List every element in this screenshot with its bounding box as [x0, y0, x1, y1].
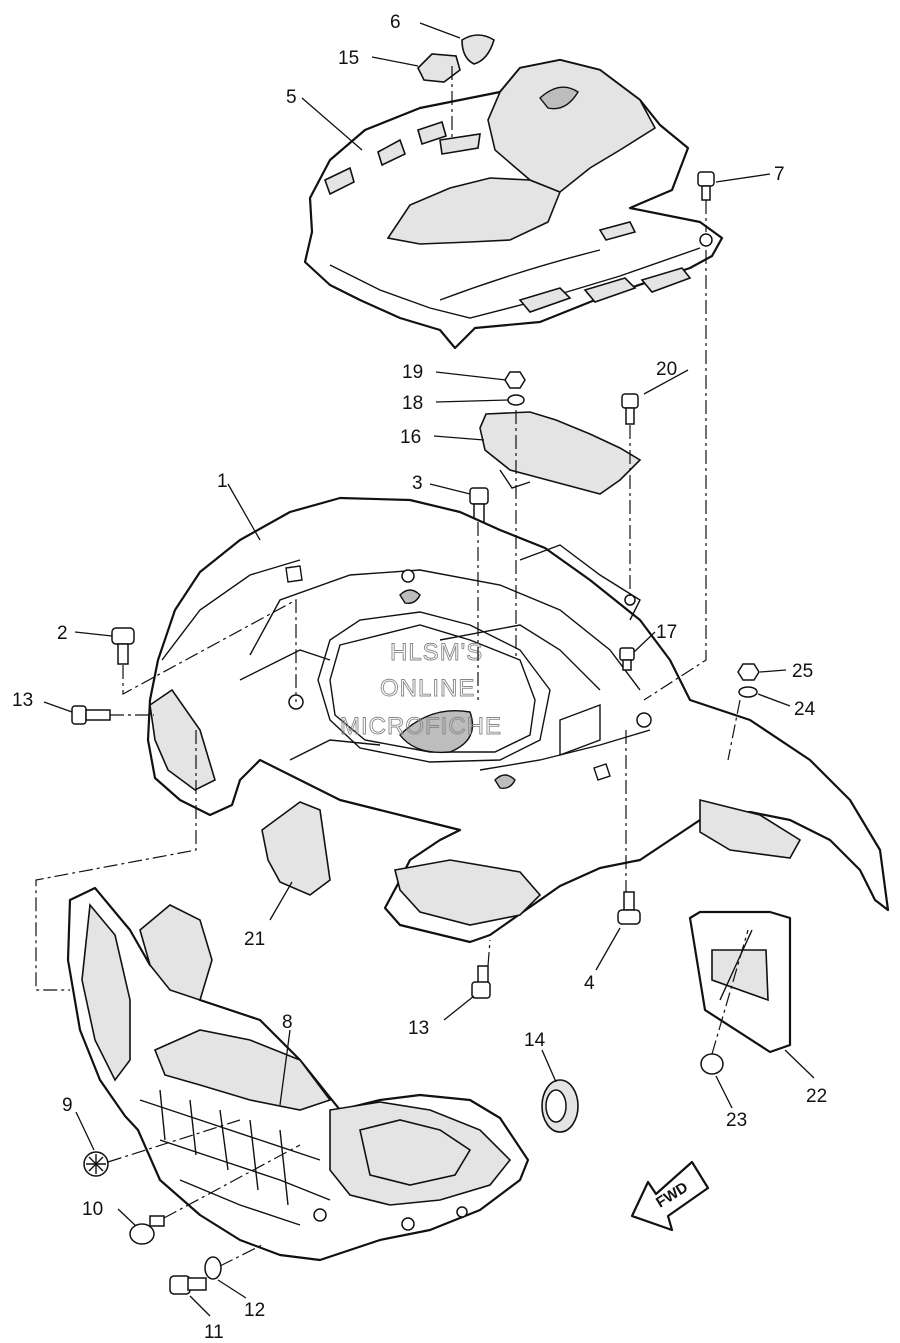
bolt-part-11 [169, 1275, 207, 1295]
callout-2: 2 [57, 623, 68, 644]
nut-part-25 [737, 663, 760, 681]
bolt-part-4 [617, 891, 641, 925]
washer-part-18 [507, 394, 525, 406]
callout-13-lower: 13 [408, 1018, 429, 1039]
top-cover-panel [303, 58, 724, 350]
callout-3: 3 [412, 473, 423, 494]
forward-direction-arrow: FWD [630, 1160, 710, 1232]
mud-flap-part-21 [261, 801, 331, 896]
callout-4: 4 [584, 973, 595, 994]
bolt-part-7 [697, 171, 715, 201]
cap-part-6 [461, 34, 495, 65]
rear-fender-body [146, 496, 890, 944]
clip-part-15 [417, 53, 461, 83]
watermark: HLSM'S ONLINE MICROFICHE [340, 639, 502, 741]
callout-7: 7 [774, 164, 785, 185]
callout-10: 10 [82, 1199, 103, 1220]
callout-15: 15 [338, 48, 359, 69]
callout-17: 17 [656, 622, 677, 643]
nut-part-19 [504, 371, 526, 389]
callout-12: 12 [244, 1300, 265, 1321]
washer-part-12 [204, 1256, 222, 1280]
bolt-part-2 [111, 627, 135, 665]
mud-guard-part-22 [688, 910, 792, 1054]
callout-6: 6 [390, 12, 401, 33]
callout-19: 19 [402, 362, 423, 383]
grommet-part-14 [541, 1079, 579, 1133]
watermark-line-1: HLSM'S [390, 639, 483, 666]
callout-9: 9 [62, 1095, 73, 1116]
watermark-line-2: ONLINE [380, 675, 475, 702]
bracket-part-16 [479, 411, 642, 495]
bolt-part-10 [129, 1215, 165, 1245]
bolt-part-17 [619, 647, 635, 671]
callout-8: 8 [282, 1012, 293, 1033]
callout-18: 18 [402, 393, 423, 414]
callout-22: 22 [806, 1086, 827, 1107]
watermark-line-3: MICROFICHE [340, 713, 502, 740]
callout-11: 11 [204, 1322, 224, 1343]
callout-20: 20 [656, 359, 677, 380]
callout-1: 1 [217, 471, 228, 492]
callout-14: 14 [524, 1030, 546, 1051]
washer-part-24 [738, 686, 758, 698]
callout-13-upper: 13 [12, 690, 33, 711]
lower-guard-part-8 [66, 886, 530, 1262]
leader-lines [43, 22, 815, 1317]
callout-labels: 6 15 5 7 20 19 18 16 3 1 2 17 25 13 24 2… [12, 12, 827, 1343]
bolt-part-13-lower [471, 965, 491, 999]
callout-24: 24 [794, 699, 816, 720]
callout-23: 23 [726, 1110, 747, 1131]
callout-5: 5 [286, 87, 297, 108]
callout-25: 25 [792, 661, 813, 682]
callout-16: 16 [400, 427, 421, 448]
callout-21: 21 [244, 929, 265, 950]
rivet-part-23 [700, 1053, 724, 1075]
bolt-part-20 [621, 393, 639, 425]
bolt-part-13-upper [71, 705, 111, 725]
assembly-lines [35, 66, 749, 1267]
